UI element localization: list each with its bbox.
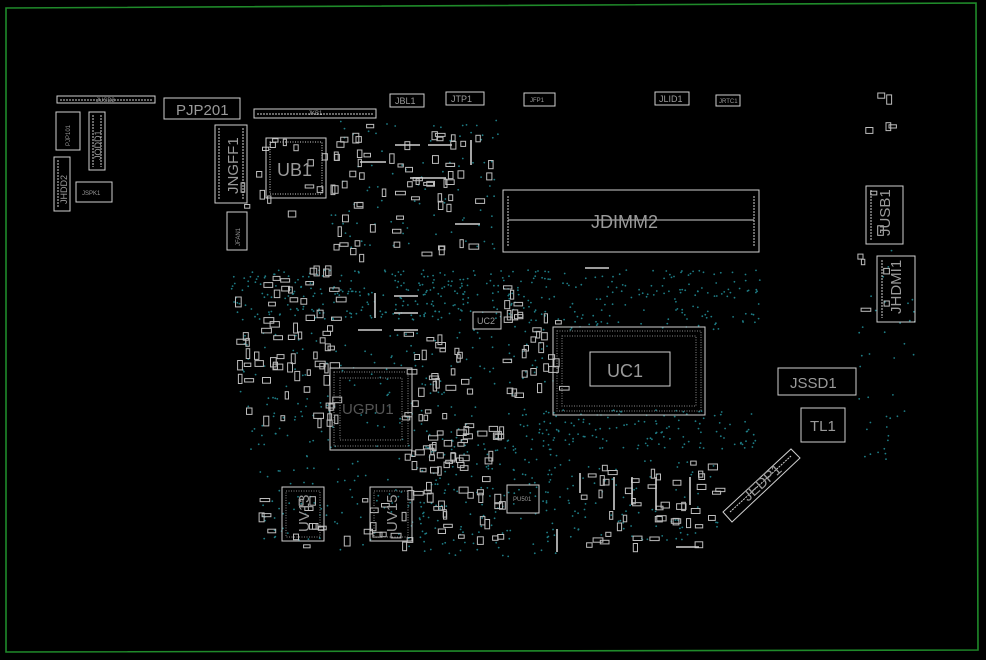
board-outline: [5, 2, 979, 653]
uc2-component[interactable]: UC2: [472, 311, 502, 330]
jssd1-label: JSSD1: [790, 375, 837, 392]
jusb1-label: JUSB1: [877, 189, 894, 236]
jfp1-connector[interactable]: JFP1: [523, 92, 556, 107]
pjp101-label: PJP101: [66, 124, 72, 146]
jngff1-label: JNGFF1: [225, 137, 242, 194]
jrtc1-label: JRTC1: [719, 99, 738, 105]
tl1-label: TL1: [810, 418, 836, 435]
jrtc1-connector[interactable]: JRTC1: [715, 94, 741, 107]
jfan1-connector[interactable]: JFAN1: [226, 211, 248, 251]
pu501-label: PU501: [513, 497, 532, 503]
jspk1-connector[interactable]: JSPK1: [75, 181, 113, 203]
ub1-chip[interactable]: UB1: [265, 137, 327, 199]
uc1-cpu[interactable]: UC1: [552, 326, 706, 416]
uv13-label: UV13: [296, 494, 313, 532]
jlid1-label: JLID1: [659, 94, 683, 104]
jdimm2-label: JDIMM2: [591, 212, 658, 232]
jngff1-connector[interactable]: JNGFF1: [214, 124, 248, 204]
jhdmi1-connector[interactable]: JHDMI1: [876, 255, 916, 323]
jusb1-connector[interactable]: JUSB1: [865, 185, 904, 245]
ugpu1-gpu[interactable]: UGPU1: [329, 367, 413, 451]
jkb1-label: JKB1: [308, 111, 323, 117]
jusb3-connector[interactable]: JUSB3: [56, 95, 156, 104]
pjp201-connector[interactable]: PJP201: [163, 97, 241, 120]
pu501-chip[interactable]: PU501: [506, 484, 540, 514]
jfan1-label: JFAN1: [236, 227, 242, 246]
jusb3-label: JUSB3: [96, 98, 115, 104]
jlid1-connector[interactable]: JLID1: [654, 91, 690, 106]
jodd1-connector[interactable]: JODD1: [88, 111, 106, 171]
uv13-memory[interactable]: UV13: [281, 486, 325, 542]
jodd1-label: JODD1: [93, 130, 103, 160]
uv15-label: UV15: [384, 494, 401, 532]
jtp1-connector[interactable]: JTP1: [445, 91, 485, 106]
via-dots: [230, 119, 916, 558]
jbl1-label: JBL1: [395, 96, 416, 106]
jspk1-label: JSPK1: [82, 191, 101, 197]
jbl1-connector[interactable]: JBL1: [389, 93, 425, 108]
uc1-label: UC1: [607, 361, 643, 381]
ugpu1-label: UGPU1: [342, 401, 394, 418]
jhdd2-label: JHDD2: [59, 175, 69, 204]
small-parts: [235, 92, 897, 553]
uv15-memory[interactable]: UV15: [369, 486, 413, 542]
ub1-label: UB1: [277, 160, 312, 180]
jhdd2-connector[interactable]: JHDD2: [53, 156, 71, 212]
jtp1-label: JTP1: [451, 94, 472, 104]
uc2-label: UC2: [477, 316, 495, 326]
jfp1-label: JFP1: [530, 98, 545, 104]
tl1-component[interactable]: TL1: [800, 407, 846, 443]
pjp101-connector[interactable]: PJP101: [55, 111, 81, 151]
jkb1-connector[interactable]: JKB1: [253, 108, 377, 119]
jssd1-connector[interactable]: JSSD1: [777, 367, 857, 396]
jhdmi1-label: JHDMI1: [888, 260, 905, 314]
jdimm2-slot[interactable]: JDIMM2: [502, 189, 760, 253]
pjp201-label: PJP201: [176, 102, 229, 119]
